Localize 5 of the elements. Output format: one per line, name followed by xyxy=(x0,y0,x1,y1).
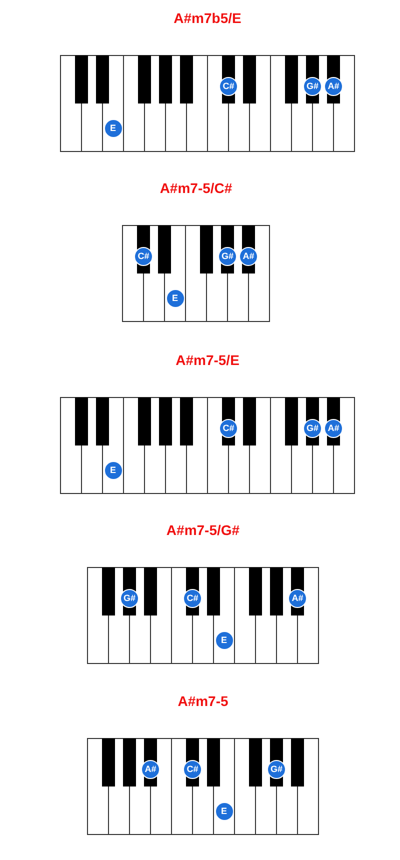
chord-title: A#m7-5/E xyxy=(174,352,240,368)
chord-title: A#m7b5/E xyxy=(172,10,242,26)
chord-title: A#m7-5/G# xyxy=(165,522,241,538)
chord-title: A#m7-5/C# xyxy=(158,180,234,196)
chord-title: A#m7-5 xyxy=(176,693,230,709)
